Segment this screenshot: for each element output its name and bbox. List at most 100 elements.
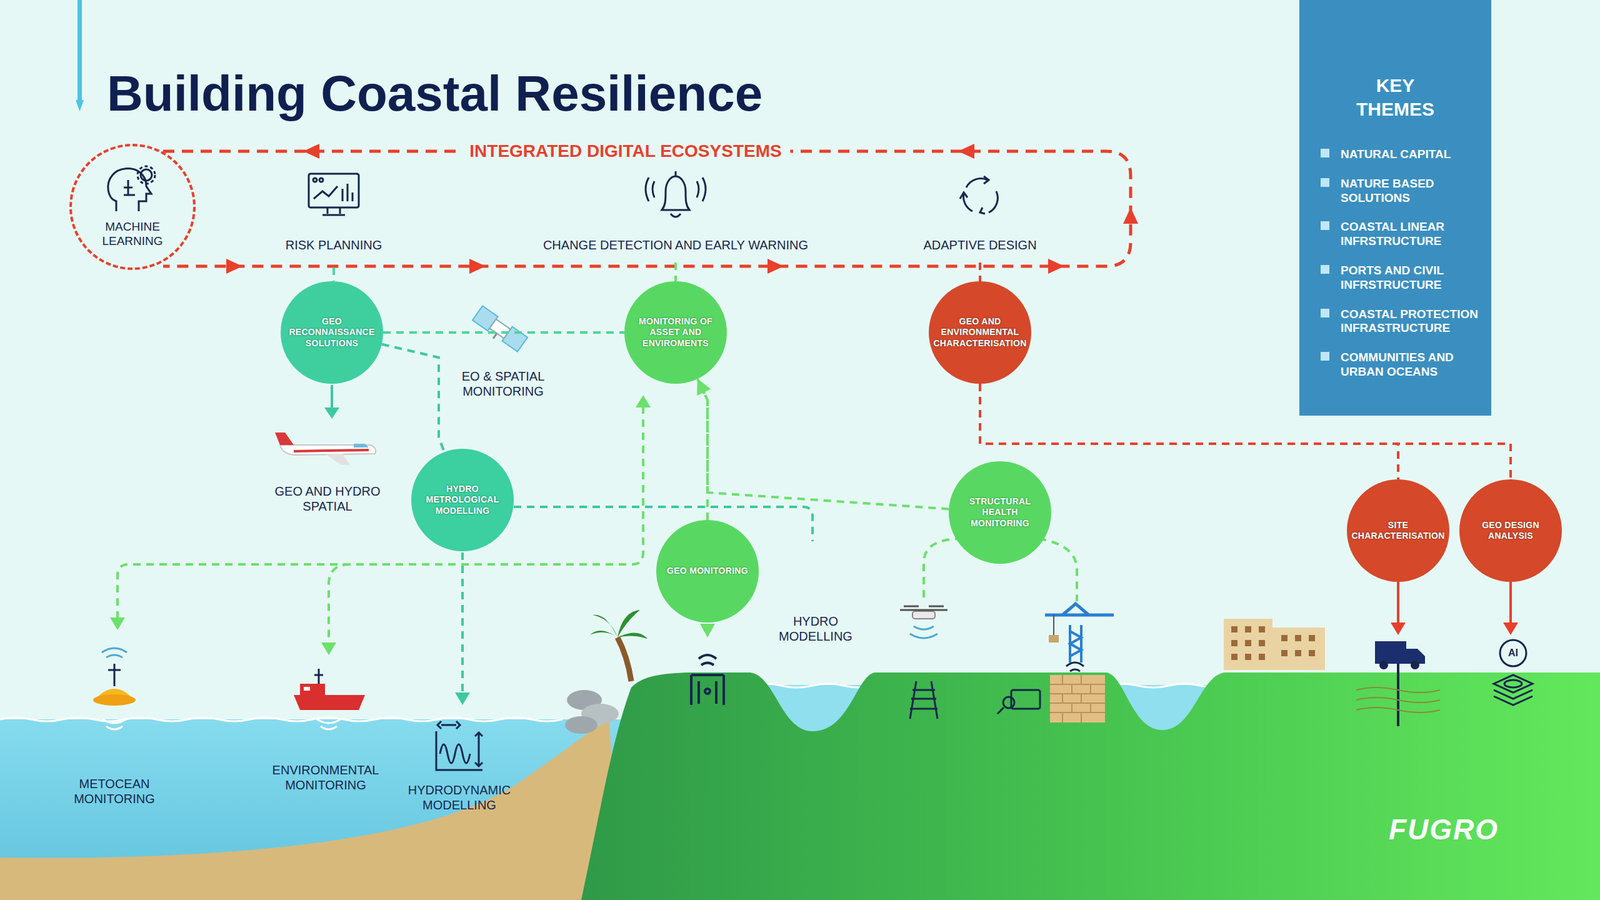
adaptive-icon-part (980, 207, 985, 214)
hydrodynamic-icon (436, 721, 483, 770)
risk-icon-part (319, 178, 324, 182)
monitor-links-part (923, 538, 963, 599)
loop-arrows-part (767, 258, 784, 274)
circle-label: GEO MONITORING (660, 565, 755, 577)
truck-icon-part (1356, 687, 1440, 713)
ai-icon-part (1504, 680, 1522, 688)
connector (697, 378, 949, 509)
satellite-icon (470, 305, 528, 355)
bell-icon-part (645, 177, 706, 202)
plane-icon-part (325, 453, 350, 465)
arrowheads (110, 395, 715, 655)
adaptive-icon-part (963, 193, 973, 212)
plane-icon-part (275, 432, 294, 445)
arrowheads-part (110, 617, 125, 630)
camera-icon (997, 690, 1040, 714)
label-links (333, 262, 980, 282)
theme-item: COASTAL PROTECTION INFRASTRUCTURE (1340, 307, 1486, 337)
satellite-icon-part (470, 305, 528, 355)
process-circle: GEO DESIGN ANALYSIS (1459, 479, 1562, 582)
loop (163, 151, 1131, 267)
ai-icon-part (1500, 640, 1527, 667)
risk-icon (308, 173, 359, 215)
drone-icon-part (900, 606, 948, 610)
monitor-links-part (117, 406, 644, 619)
sensor-icon-part (698, 681, 717, 704)
boat-icon-part (303, 686, 310, 691)
risk-icon-part (308, 173, 359, 208)
logo-text: FUGRO (1388, 812, 1499, 847)
truck-icon (1356, 641, 1440, 727)
loop-arrows-part (226, 258, 243, 274)
title-bar (75, 0, 84, 112)
ai-icon-part (1493, 675, 1533, 705)
icon-label: RISK PLANNING (285, 237, 382, 253)
monitor-links-part (1038, 538, 1077, 602)
brick-wall (1050, 662, 1105, 723)
title-bar-part (77, 0, 82, 100)
label-links-part (978, 262, 982, 282)
risk-icon-part (313, 186, 338, 199)
process-circle: MONITORING OF ASSET AND ENVIROMENTS (624, 281, 727, 384)
ml-icon-part (137, 166, 155, 184)
crane-icon-part (1070, 625, 1082, 663)
process-circle: GEO AND ENVIRONMENTAL CHARACTERISATION (928, 281, 1032, 384)
site-arrows-part (1398, 581, 1511, 625)
recon-arrow-part (324, 407, 340, 419)
adaptive-icon-part (988, 191, 998, 213)
icon-label: EO & SPATIAL MONITORING (446, 368, 560, 399)
hydrodynamic-icon-part (436, 731, 483, 770)
ml-icon-part (108, 168, 152, 212)
plane-icon-part (353, 443, 369, 448)
satellite-icon-part-part (493, 333, 497, 339)
brick-wall-part (1050, 675, 1105, 723)
arrowheads-part (321, 642, 337, 655)
icon-label: AI (1508, 646, 1519, 659)
brick-wall-part (1066, 662, 1084, 672)
circle-label: STRUCTURAL HEALTH MONITORING (952, 496, 1048, 530)
loop-arrows-part (303, 143, 320, 159)
camera-icon-part (997, 707, 1004, 714)
monitor-links (117, 406, 1077, 644)
ml-icon-part (123, 180, 135, 195)
camera-icon-part (1011, 690, 1040, 709)
buoy-icon-part (93, 694, 136, 706)
loop-part (163, 151, 1131, 267)
railway-icon-part (910, 681, 938, 719)
theme-item: PORTS AND CIVIL INFRSTRUCTURE (1340, 263, 1486, 293)
theme-panel: KEY THEMESNATURAL CAPITALNATURE BASED SO… (1299, 0, 1492, 416)
truck-icon-part (1379, 660, 1389, 670)
arrowheads-part (700, 623, 715, 638)
buoy-icon-part (108, 663, 121, 687)
sea-part (0, 717, 563, 722)
truck-icon-part (1410, 660, 1420, 670)
arrowheads-part (635, 395, 651, 408)
sea-part (0, 719, 632, 900)
process-circle: HYDRO METROLOGICAL MODELLING (411, 448, 514, 552)
crane-icon-part (1045, 603, 1114, 615)
boat-icon-part (293, 695, 365, 710)
connector (383, 331, 625, 334)
hydrodynamic-icon-part (437, 721, 460, 729)
icon-label: ADAPTIVE DESIGN (923, 237, 1037, 253)
land (581, 672, 1600, 900)
process-circle: GEO RECONNAISSANCE SOLUTIONS (280, 281, 384, 384)
icon-label: CHANGE DETECTION AND EARLY WARNING (543, 237, 809, 253)
icon-label: GEO AND HYDRO SPATIAL (268, 483, 387, 514)
bell-icon-part (675, 171, 677, 177)
panel-heading: KEY THEMES (1345, 73, 1446, 121)
buoy-icon-part (101, 718, 127, 730)
loop-arrows-part (958, 143, 975, 159)
theme-item: NATURAL CAPITAL (1340, 147, 1486, 162)
sea-part (0, 718, 619, 900)
risk-icon-part (342, 183, 353, 202)
arrowhead (455, 692, 470, 705)
railway-icon (910, 681, 938, 719)
label-links-part (674, 262, 677, 282)
circle-label: HYDRO METROLOGICAL MODELLING (415, 483, 510, 517)
monitor-links-part (328, 564, 350, 644)
label-links-part (332, 267, 335, 282)
adaptive-icon (960, 176, 998, 214)
hydro-links-part (461, 552, 464, 695)
